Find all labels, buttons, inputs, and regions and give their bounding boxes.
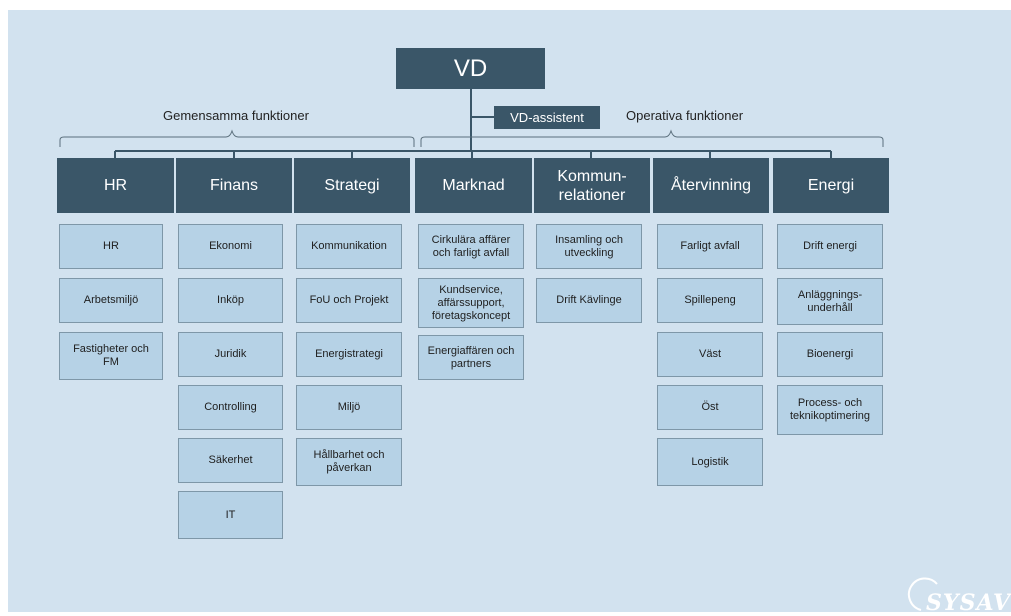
unit-box: Fastigheter och FM	[59, 332, 163, 380]
department-header-hr: HR	[57, 158, 174, 213]
unit-box: Kommunikation	[296, 224, 402, 269]
unit-box: IT	[178, 491, 283, 539]
unit-box: Insamling och utveckling	[536, 224, 642, 269]
unit-box: Cirkulära affärer och farligt avfall	[418, 224, 524, 269]
department-header-atervinning: Återvinning	[653, 158, 769, 213]
unit-box: FoU och Projekt	[296, 278, 402, 323]
department-header-energi: Energi	[773, 158, 889, 213]
unit-box: Bioenergi	[777, 332, 883, 377]
ceo-box: VD	[396, 48, 545, 89]
unit-box: Väst	[657, 332, 763, 377]
bracket-operative-functions	[420, 129, 884, 147]
unit-box: Spillepeng	[657, 278, 763, 323]
department-header-finans: Finans	[176, 158, 292, 213]
bracket-shared-functions	[59, 129, 415, 147]
ceo-assistant-box: VD-assistent	[494, 106, 600, 129]
unit-box: Controlling	[178, 385, 283, 430]
unit-box: Logistik	[657, 438, 763, 486]
unit-box: Anläggnings-underhåll	[777, 278, 883, 325]
unit-box: Juridik	[178, 332, 283, 377]
org-chart-canvas: VD VD-assistent Gemensamma funktioner Op…	[8, 10, 1011, 616]
unit-box: Inköp	[178, 278, 283, 323]
group-label-operative: Operativa funktioner	[626, 108, 744, 123]
unit-box: Drift Kävlinge	[536, 278, 642, 323]
connector-lines	[59, 89, 884, 158]
unit-box: Hållbarhet och påverkan	[296, 438, 402, 486]
unit-box: Öst	[657, 385, 763, 430]
unit-box: Ekonomi	[178, 224, 283, 269]
sysav-logo: SYSAV	[926, 590, 1011, 616]
unit-box: Drift energi	[777, 224, 883, 269]
unit-box: Energiaffären och partners	[418, 335, 524, 380]
unit-box: Farligt avfall	[657, 224, 763, 269]
unit-box: Energistrategi	[296, 332, 402, 377]
department-header-kommunrelationer: Kommun-relationer	[534, 158, 650, 213]
logo-mark-icon	[907, 577, 938, 611]
unit-box: Säkerhet	[178, 438, 283, 483]
group-label-shared: Gemensamma funktioner	[163, 108, 309, 123]
department-header-strategi: Strategi	[294, 158, 410, 213]
unit-box: HR	[59, 224, 163, 269]
unit-box: Process- och teknikoptimering	[777, 385, 883, 435]
unit-box: Kundservice, affärssupport, företagskonc…	[418, 278, 524, 328]
department-header-marknad: Marknad	[415, 158, 532, 213]
unit-box: Miljö	[296, 385, 402, 430]
unit-box: Arbetsmiljö	[59, 278, 163, 323]
